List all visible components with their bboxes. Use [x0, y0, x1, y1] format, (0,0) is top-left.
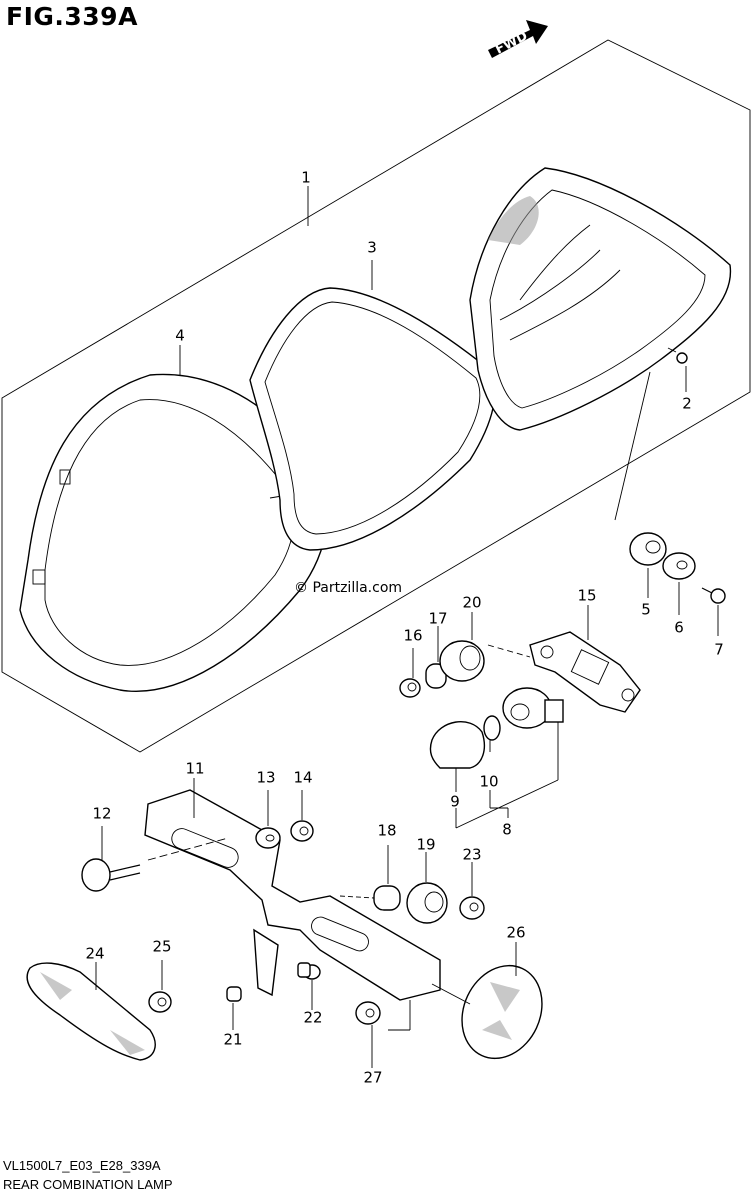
bolt-part-12 [81, 858, 141, 892]
callout-17: 17 [428, 609, 448, 628]
grommet-part-20 [439, 640, 485, 682]
figure-title: FIG.339A [6, 2, 138, 31]
callout-5: 5 [641, 600, 651, 619]
callout-6: 6 [674, 618, 684, 637]
collar-part-18 [373, 885, 401, 911]
lens-part-9 [429, 721, 486, 769]
callout-22: 22 [303, 1008, 323, 1027]
callout-12: 12 [92, 804, 112, 823]
callout-24: 24 [85, 944, 105, 963]
callout-20: 20 [462, 593, 482, 612]
callout-9: 9 [450, 792, 460, 811]
callout-18: 18 [377, 821, 397, 840]
callout-11: 11 [185, 759, 205, 778]
callout-2: 2 [682, 394, 692, 413]
callout-4: 4 [175, 326, 185, 345]
license-bracket-part-11 [144, 789, 441, 1001]
assembly-outline-1 [1, 39, 751, 753]
callout-26: 26 [506, 923, 526, 942]
svg-text:FWD: FWD [493, 29, 530, 58]
callout-13: 13 [256, 768, 276, 787]
screw-part-2 [667, 347, 688, 364]
washer-part-6 [662, 552, 696, 580]
rear-reflector-part-26 [461, 964, 543, 1060]
copyright-notice: © Partzilla.com [294, 580, 403, 596]
callout-14: 14 [293, 768, 313, 787]
callout-16: 16 [403, 626, 423, 645]
nut-part-25 [148, 991, 172, 1013]
socket-lamp-part-8 [502, 687, 564, 729]
washer-part-13 [255, 827, 281, 849]
callout-8: 8 [502, 820, 512, 839]
grommet-part-5 [629, 532, 667, 566]
gasket-part-3 [249, 287, 496, 551]
callout-25: 25 [152, 937, 172, 956]
callout-21: 21 [223, 1030, 243, 1049]
callout-1: 1 [301, 168, 311, 187]
callout-10: 10 [479, 772, 499, 791]
screw-part-7 [701, 587, 726, 604]
callout-7: 7 [714, 640, 724, 659]
nut-part-23 [459, 896, 485, 920]
callout-23: 23 [462, 845, 482, 864]
model-code: VL1500L7_E03_E28_339A [3, 1158, 161, 1173]
callout-15: 15 [577, 586, 597, 605]
nut-part-16 [399, 678, 421, 698]
callout-3: 3 [367, 238, 377, 257]
collar-part-17 [425, 663, 447, 689]
side-reflector-part-24 [26, 962, 156, 1061]
tail-lamp-housing-part-1 [469, 167, 732, 431]
fwd-arrow-icon: FWD [488, 20, 548, 58]
bracket-part-15 [529, 631, 641, 713]
bolt-part-22 [297, 962, 321, 980]
nut-part-27 [355, 1001, 381, 1025]
grommet-part-19 [406, 882, 448, 924]
figure-name: REAR COMBINATION LAMP [3, 1177, 173, 1192]
callout-27: 27 [363, 1068, 383, 1087]
bulb-part-10 [483, 715, 501, 741]
bolt-part-21 [226, 986, 242, 1002]
nut-part-14 [290, 820, 314, 842]
callout-19: 19 [416, 835, 436, 854]
